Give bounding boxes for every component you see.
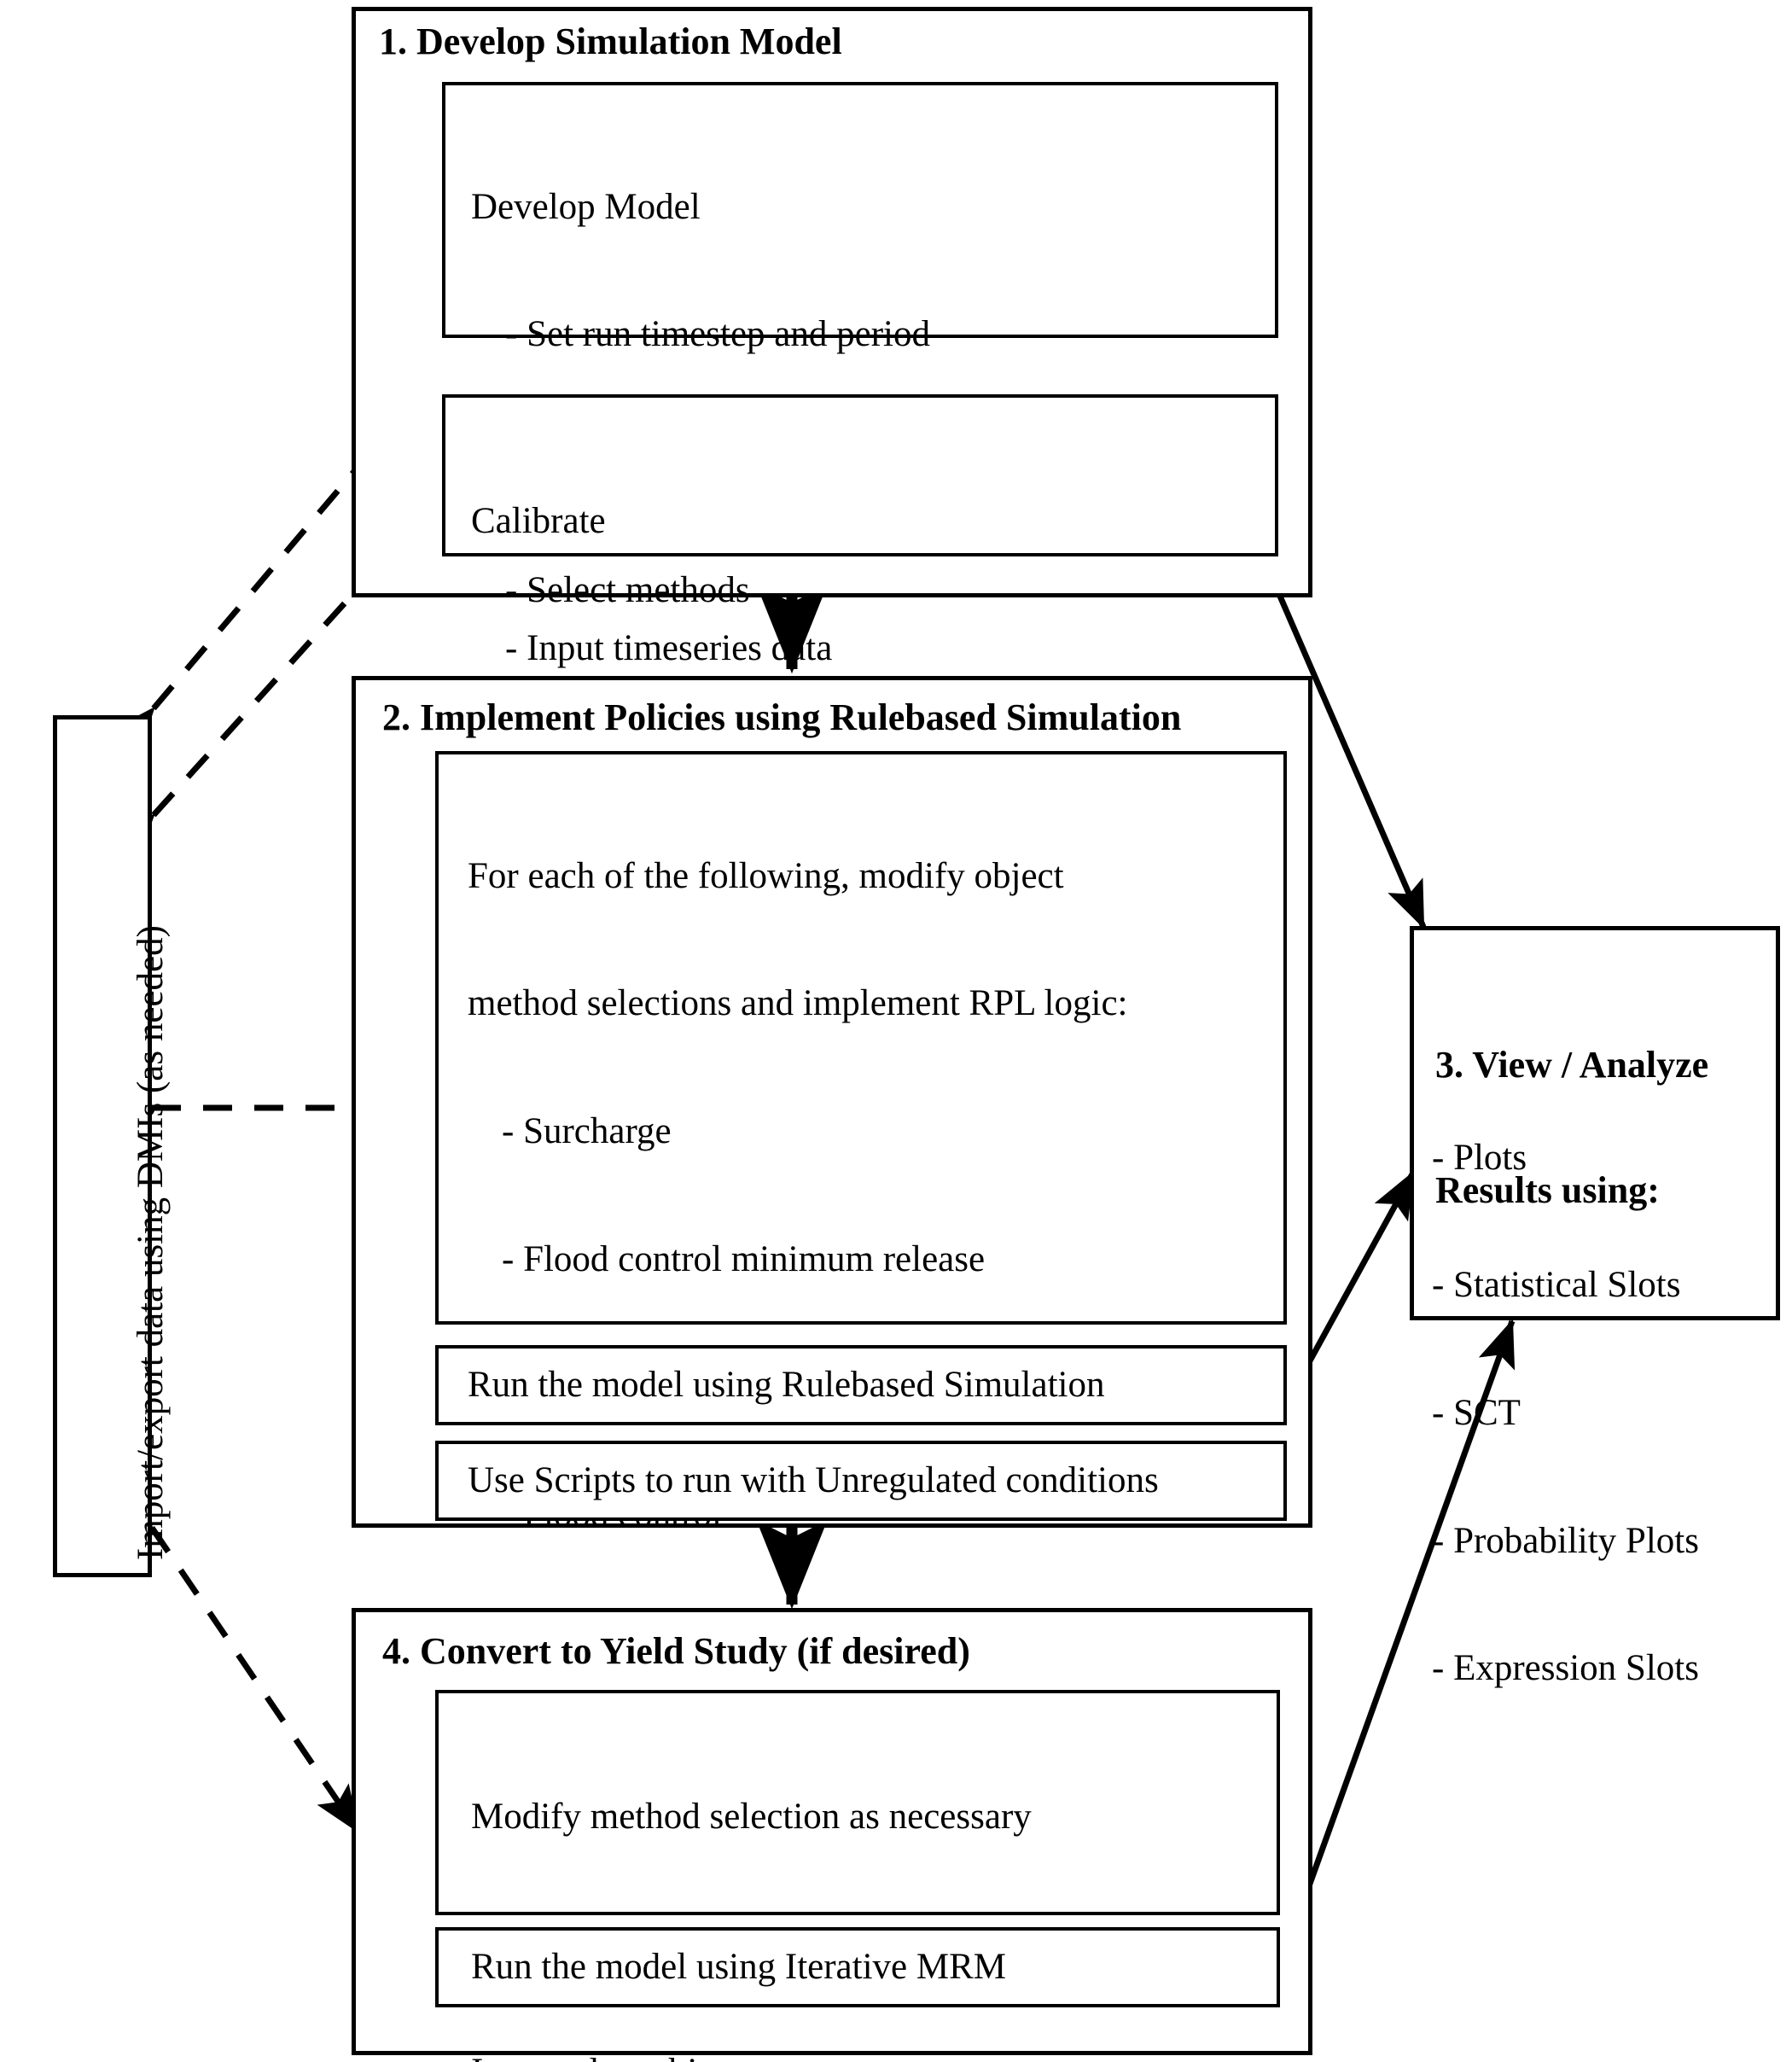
- yield-study-steps-box: [435, 1690, 1280, 1915]
- step-3-heading: 3. View / Analyze Results using:: [1435, 959, 1777, 1296]
- step-3-item-2: - SCT: [1432, 1393, 1521, 1433]
- run-scripts-label: Use Scripts to run with Unregulated cond…: [468, 1460, 1159, 1500]
- step-3-heading-line-2: Results using:: [1435, 1169, 1660, 1212]
- calibrate-heading: Calibrate: [471, 500, 606, 541]
- calibrate-box: [442, 394, 1278, 556]
- policies-item-0: - Surcharge: [502, 1111, 672, 1151]
- run-rulebased-label: Run the model using Rulebased Simulation: [468, 1365, 1105, 1405]
- yield-study-item-0: Modify method selection as necessary: [471, 1796, 1032, 1837]
- run-rulebased-box: [435, 1345, 1287, 1425]
- step-3-item-3: - Probability Plots: [1432, 1520, 1699, 1561]
- develop-model-item-0: - Set run timestep and period: [505, 314, 930, 355]
- step-3-item-0: - Plots: [1432, 1137, 1527, 1178]
- step-3-list: - Plots - Statistical Slots - SCT - Prob…: [1432, 1051, 1777, 1775]
- connector-dmi-to-yield-study: [110, 1479, 361, 1834]
- calibrate-item-0: - Input timeseries data: [505, 628, 833, 669]
- dmi-label: Import/export data using DMIs (as needed…: [131, 925, 171, 1560]
- step-1-heading: 1. Develop Simulation Model: [379, 20, 842, 62]
- policies-intro-line-1: For each of the following, modify object: [468, 855, 1064, 896]
- policies-item-1: - Flood control minimum release: [502, 1238, 986, 1279]
- run-iterative-mrm-box: [435, 1927, 1280, 2007]
- step-2-heading: 2. Implement Policies using Rulebased Si…: [382, 696, 1182, 738]
- run-scripts-box: [435, 1441, 1287, 1521]
- yield-study-steps-content: Modify method selection as necessary Imp…: [471, 1710, 1282, 2062]
- step-3-heading-line-1: 3. View / Analyze: [1435, 1043, 1709, 1086]
- step-3-panel: [1410, 926, 1780, 1320]
- develop-model-box: [442, 82, 1278, 338]
- dmi-panel: [53, 715, 152, 1577]
- step-4-heading: 4. Convert to Yield Study (if desired): [382, 1630, 970, 1672]
- run-iterative-mrm-label: Run the model using Iterative MRM: [471, 1947, 1007, 1987]
- develop-model-item-2: - Select methods: [505, 569, 750, 610]
- develop-model-heading: Develop Model: [471, 186, 701, 227]
- step-3-item-4: - Expression Slots: [1432, 1648, 1699, 1689]
- policies-list-box: [435, 751, 1287, 1325]
- connector-step2-to-step3: [1268, 1170, 1417, 1415]
- yield-study-item-2: Import data object: [471, 2051, 1282, 2062]
- policies-intro-line-2: method selections and implement RPL logi…: [468, 983, 1128, 1024]
- step-3-item-1: - Statistical Slots: [1432, 1265, 1681, 1306]
